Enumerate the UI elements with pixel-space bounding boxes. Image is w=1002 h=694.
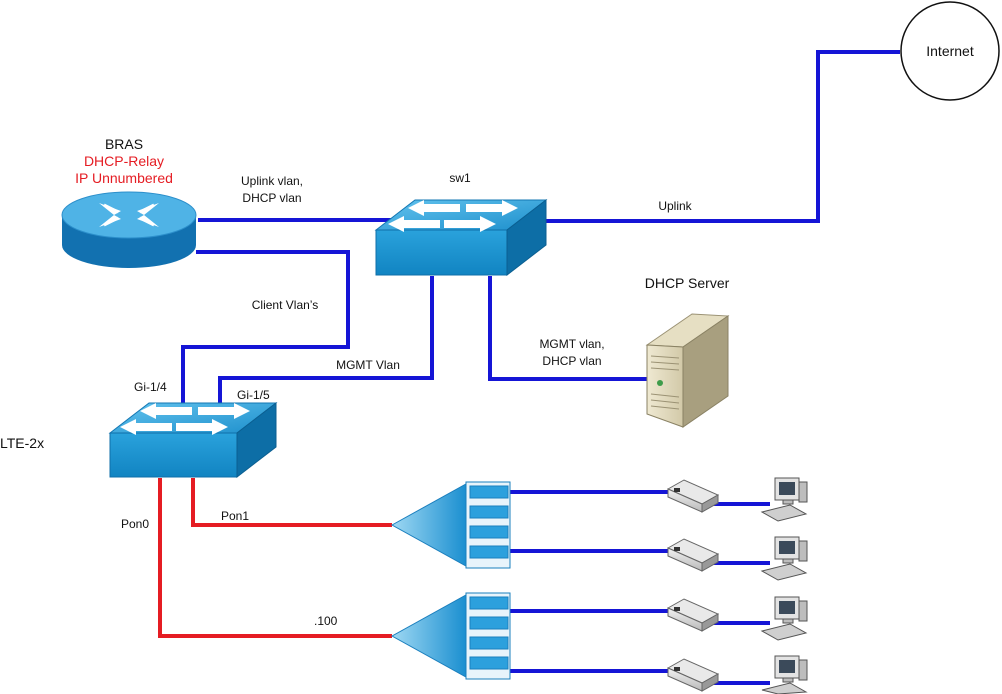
- ont-4-icon: [666, 658, 720, 692]
- ont-1-icon: [666, 479, 720, 513]
- switch-lte-icon: [108, 401, 278, 479]
- internet-label: Internet: [926, 43, 974, 59]
- link-pon0: [158, 478, 392, 638]
- ont-2-icon: [666, 538, 720, 572]
- pc-4-icon: [761, 655, 808, 694]
- uplink-label: Uplink: [658, 199, 692, 213]
- link-sw1-lte-mgmt: [218, 276, 434, 405]
- splitter-1-icon: [390, 481, 511, 569]
- client-vlans-label: Client Vlan’s: [251, 298, 319, 312]
- pc-2-icon: [760, 536, 808, 581]
- router-icon: [61, 191, 197, 268]
- switch-sw1-icon: [374, 198, 548, 277]
- link-sw1-internet: [541, 50, 900, 223]
- red-links: [158, 478, 392, 638]
- bras-mode-label: IP Unnumbered: [75, 170, 173, 186]
- port-gi14-label: Gi-1/4: [134, 380, 167, 394]
- pc-1-icon: [760, 477, 808, 522]
- sw1-dhcp-link-label-line2: DHCP vlan: [542, 354, 602, 368]
- sw1-dhcp-link-label-line1: MGMT vlan,: [539, 337, 605, 351]
- port-pon1-label: Pon1: [221, 509, 250, 523]
- mgmt-vlan-label: MGMT Vlan: [336, 358, 400, 372]
- internet-node: [900, 1, 1000, 101]
- dhcp-server-label: DHCP Server: [644, 275, 730, 291]
- ont-3-icon: [666, 598, 720, 632]
- sw1-label: sw1: [449, 171, 471, 185]
- bras-sw1-link-label-line1: Uplink vlan,: [240, 174, 304, 188]
- port-gi15-label: Gi-1/5: [237, 388, 270, 402]
- splitter-2-icon: [390, 592, 511, 680]
- port-pon0-label: Pon0: [121, 517, 150, 531]
- server-icon: [645, 313, 730, 428]
- link-sw1-dhcp: [488, 276, 648, 381]
- bras-sw1-link-label-line2: DHCP vlan: [242, 191, 302, 205]
- link-bras-lte-client-vlans: [181, 250, 350, 409]
- bras-role-label: DHCP-Relay: [83, 153, 165, 169]
- blue-links: [181, 50, 900, 685]
- lte-2x-label: LTE-2x: [0, 435, 45, 451]
- pc-3-icon: [760, 596, 808, 641]
- vlan-100-label: .100: [314, 614, 338, 628]
- link-pon1: [191, 478, 392, 527]
- bras-name-label: BRAS: [104, 136, 144, 152]
